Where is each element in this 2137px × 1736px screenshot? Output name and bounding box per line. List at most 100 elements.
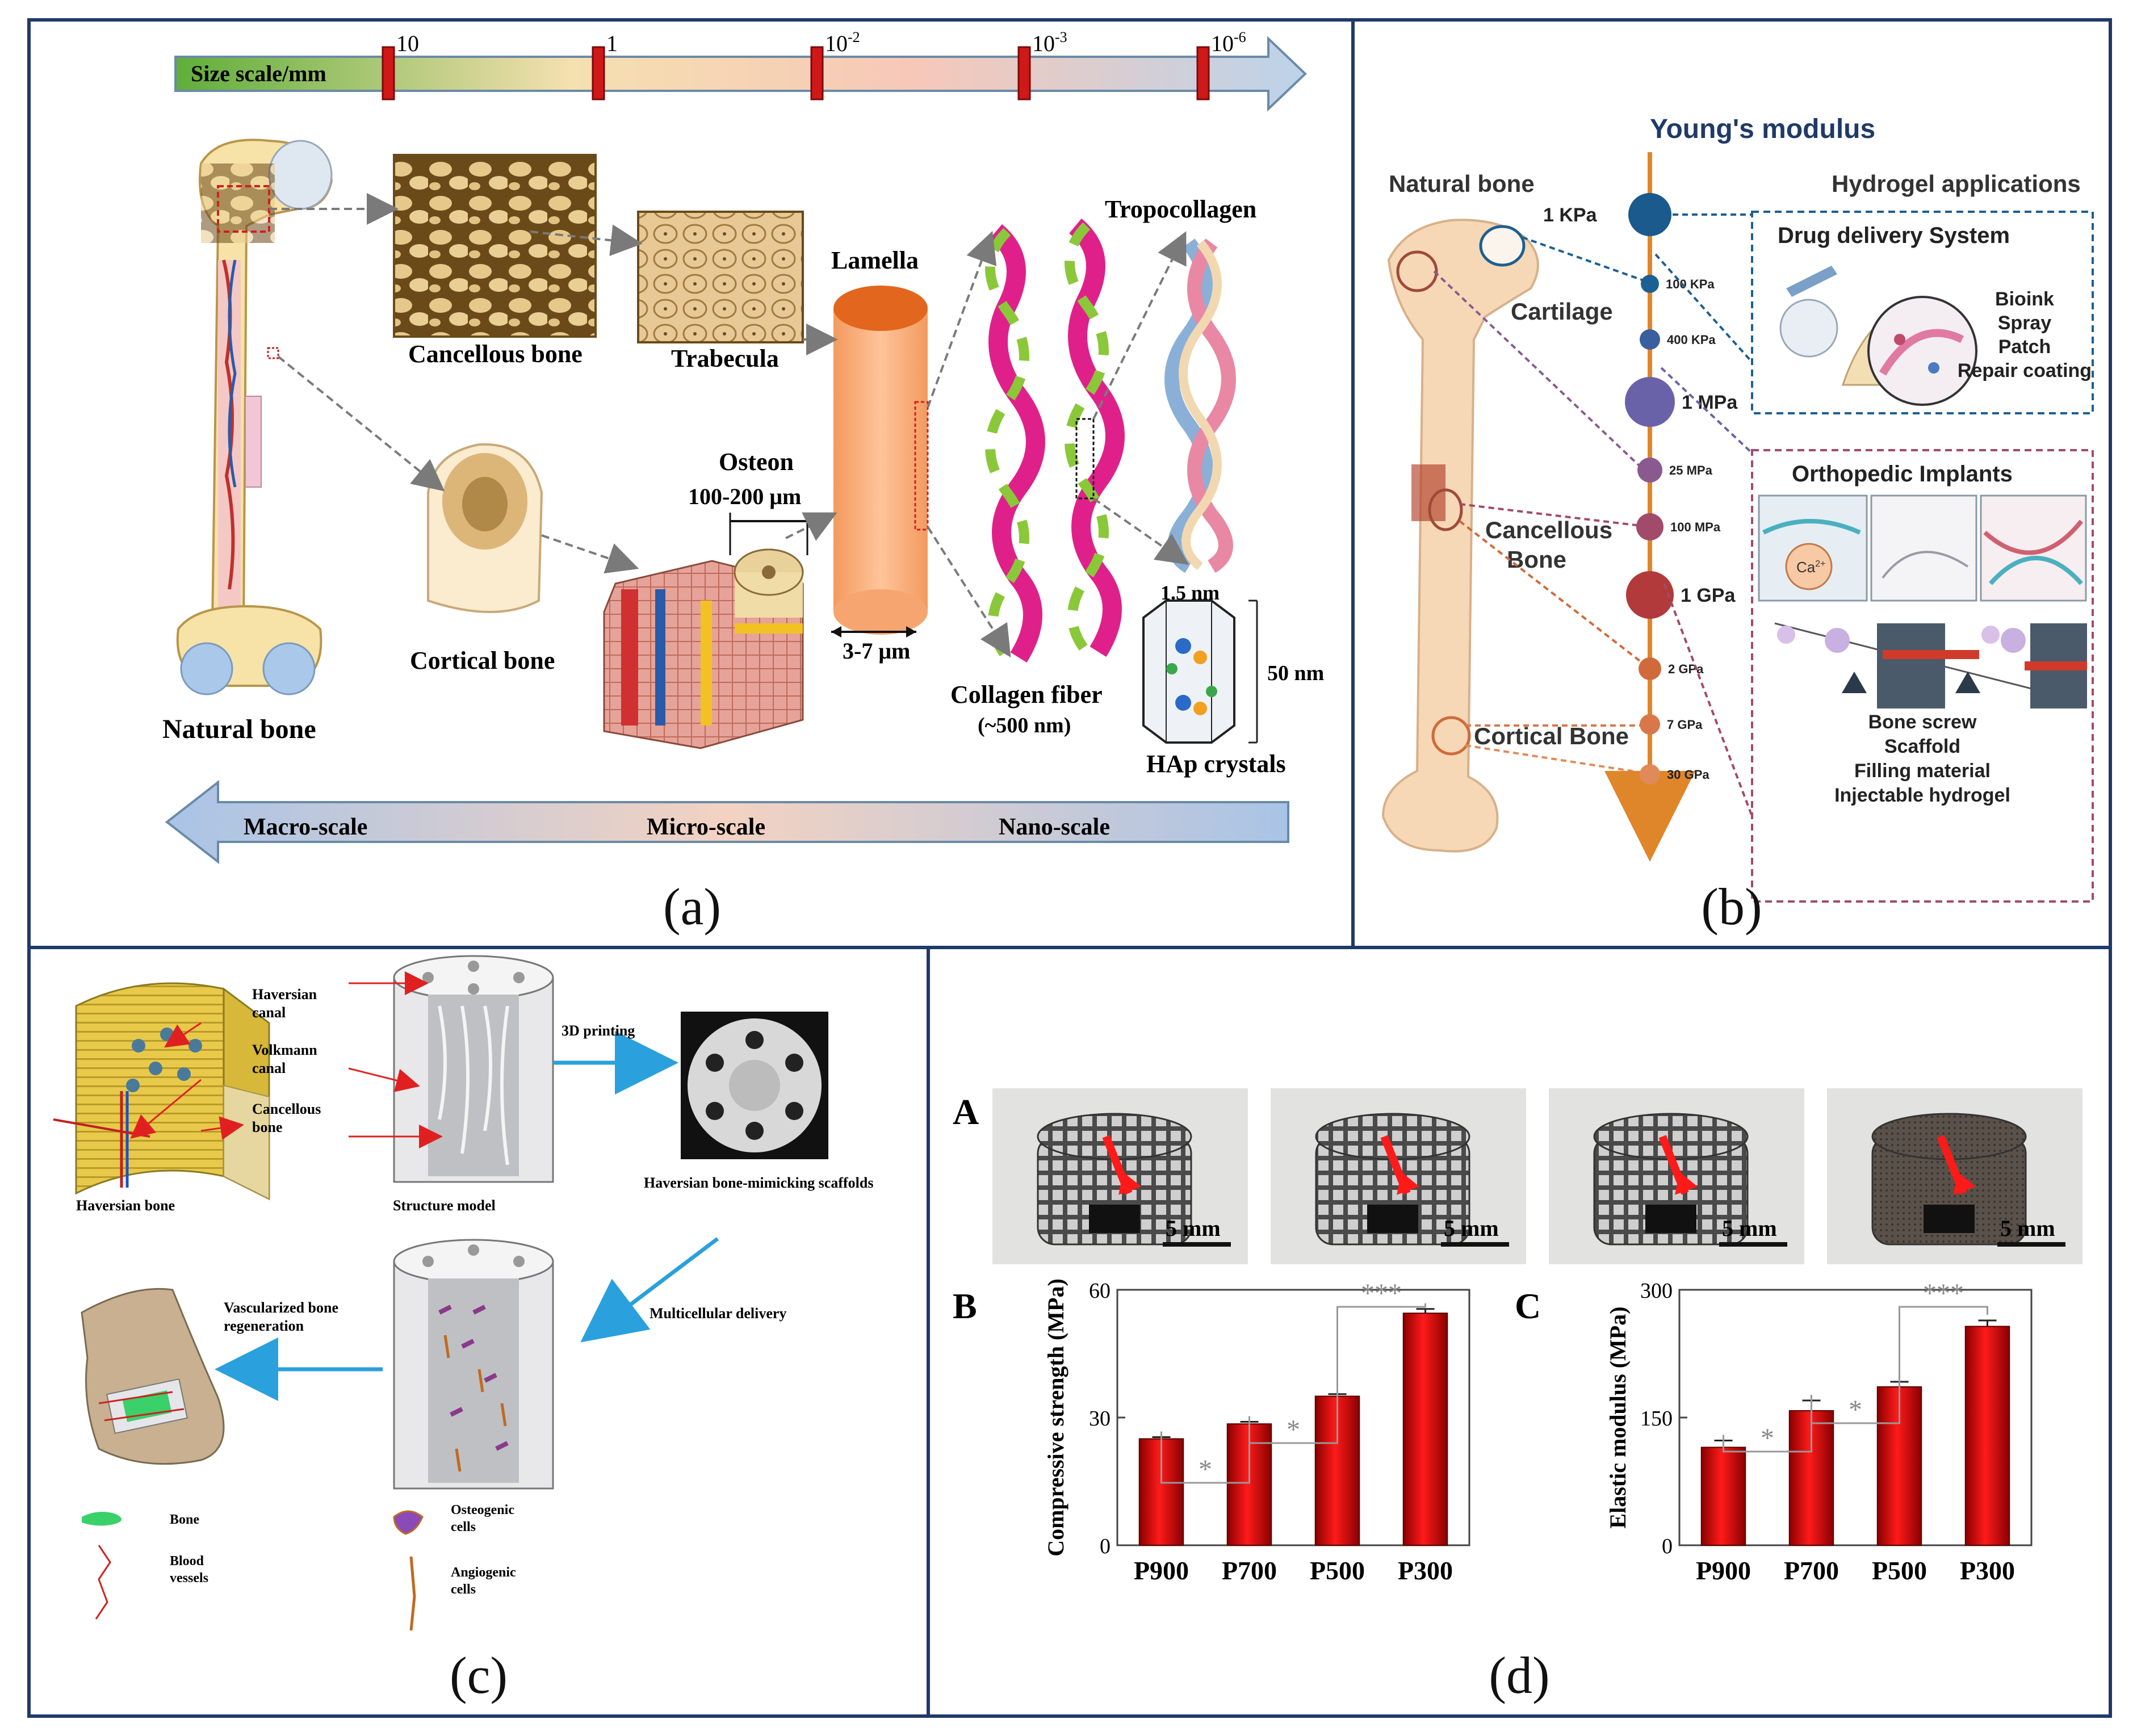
scale-tick-marker: [810, 46, 824, 100]
tick-base: 10: [396, 31, 419, 56]
drug-delivery-item: Patch: [1998, 336, 2051, 358]
modulus-marker: [1626, 571, 1674, 619]
scaffold-hole: [1645, 1205, 1696, 1233]
legend-angiogenic-cells: Angiogenic cells: [409, 1556, 516, 1631]
micro-scale-label: Micro-scale: [647, 814, 765, 840]
modulus-marker: [1625, 377, 1675, 427]
significance-bracket: [1811, 1376, 1900, 1424]
panel-c-figure: Haversian canal Volkmann canal Cancellou…: [53, 955, 873, 1631]
category-label: P500: [1310, 1556, 1365, 1585]
cancellous-bone-c-line2: bone: [252, 1119, 282, 1135]
scale-tick-label: 10-6: [1211, 29, 1246, 56]
cancellous-bone-image: [393, 154, 597, 338]
scale-bar-label: 5 mm: [1444, 1215, 1499, 1241]
youngs-modulus-title: Young's modulus: [1650, 114, 1875, 144]
scaffold-photo: [681, 1012, 828, 1159]
panel-b-caption: (b): [1701, 878, 1762, 936]
natural-bone-illustration: [176, 139, 333, 695]
haversian-bone-block: [53, 982, 270, 1201]
scale-tick-marker: [382, 46, 395, 100]
vascularized-bone-illustration: [81, 1288, 225, 1465]
panel-b: Young's modulus Natural bone Hydrogel ap…: [1351, 18, 2112, 949]
hydrogel-applications-label: Hydrogel applications: [1832, 170, 2081, 197]
panel-d-caption: (d): [1489, 1646, 1550, 1704]
tropocollagen-illustration: [1164, 238, 1236, 573]
y-tick-label: 300: [1640, 1279, 1673, 1303]
scale-tick-label: 1: [606, 31, 618, 56]
tick-exponent: -3: [1055, 29, 1067, 45]
category-label: P300: [1398, 1556, 1453, 1585]
bar: [1788, 1410, 1834, 1546]
scaffold-hole: [1367, 1205, 1418, 1233]
svg-text:cells: cells: [451, 1582, 476, 1597]
multicellular-arrow: [580, 1237, 719, 1343]
lamella-label: Lamella: [831, 246, 919, 274]
svg-text:Bone: Bone: [170, 1512, 199, 1527]
trabecula-label: Trabecula: [671, 345, 779, 372]
haversian-canal-line1: Haversian: [252, 986, 317, 1003]
significance-label: *: [1761, 1423, 1774, 1453]
modulus-label: 1 GPa: [1681, 585, 1736, 606]
bar: [1964, 1326, 2010, 1546]
drug-delivery-illustration: [1779, 266, 1977, 406]
y-tick-label: 0: [1100, 1534, 1111, 1558]
letter-c: C: [1515, 1286, 1541, 1326]
svg-text:cells: cells: [451, 1520, 476, 1534]
legend-bone: Bone: [82, 1512, 199, 1527]
modulus-marker: [1636, 513, 1663, 540]
volkmann-canal-line2: canal: [252, 1060, 286, 1076]
modulus-label: 2 GPa: [1668, 662, 1704, 676]
modulus-label: 30 GPa: [1667, 768, 1709, 782]
osteon-label: Osteon: [719, 448, 794, 476]
significance-bracket: [1899, 1306, 1988, 1376]
tick-base: 1: [606, 31, 618, 56]
svg-text:vessels: vessels: [170, 1571, 208, 1586]
category-label: P300: [1960, 1556, 2015, 1585]
collagen-fiber-size-label: (~500 nm): [978, 714, 1071, 737]
y-tick-label: 150: [1640, 1407, 1673, 1431]
collagen-fiber-illustration: [985, 218, 1125, 663]
scaffold-hole: [1924, 1205, 1975, 1233]
haversian-canal-line2: canal: [252, 1004, 286, 1021]
scale-bar-label: 5 mm: [2000, 1215, 2055, 1241]
osteon-illustration: [603, 548, 804, 749]
collagen-fiber-label: Collagen fiber: [950, 681, 1103, 708]
drug-delivery-title: Drug delivery System: [1778, 223, 2010, 248]
scale-tick-label: 10: [396, 31, 419, 56]
category-label: P700: [1784, 1556, 1839, 1585]
legend-blood-vessels: Blood vessels: [95, 1545, 208, 1620]
multicellular-cylinder: [393, 1239, 554, 1490]
osteon-size-label: 100-200 μm: [688, 484, 801, 509]
svg-text:Angiogenic: Angiogenic: [451, 1565, 516, 1580]
category-label: P500: [1872, 1556, 1927, 1585]
macro-scale-label: Macro-scale: [244, 814, 367, 840]
scale-bar-label: 5 mm: [1722, 1215, 1777, 1241]
ortho-item: Bone screw: [1868, 711, 1977, 733]
cartilage-label: Cartilage: [1511, 298, 1613, 325]
lamella-size-label: 3-7 μm: [843, 638, 910, 664]
significance-label: ***: [1361, 1278, 1402, 1309]
natural-bone-b-label: Natural bone: [1389, 170, 1535, 197]
letter-b: B: [953, 1286, 977, 1326]
y-axis-label: Compressive strength (MPa): [1043, 1278, 1068, 1557]
modulus-label: 400 KPa: [1667, 333, 1716, 347]
scale-bar-label: 5 mm: [1166, 1215, 1221, 1241]
vascularized-line1: Vascularized bone: [224, 1299, 338, 1316]
multicellular-label: Multicellular delivery: [650, 1305, 786, 1322]
haversian-bone-label: Haversian bone: [76, 1197, 175, 1214]
significance-label: *: [1849, 1395, 1862, 1425]
modulus-label: 25 MPa: [1669, 463, 1713, 477]
letter-a: A: [953, 1092, 979, 1132]
cortical-bone-label: Cortical bone: [410, 647, 555, 674]
cancellous-bone-c-line1: Cancellous: [252, 1101, 321, 1117]
modulus-label: 7 GPa: [1667, 718, 1703, 732]
size-scale-label: Size scale/mm: [191, 61, 326, 86]
ca-ion-label: Ca2+: [1796, 559, 1826, 576]
y-tick-label: 0: [1662, 1534, 1673, 1558]
red-arrowhead-icon: [1953, 1172, 1976, 1195]
